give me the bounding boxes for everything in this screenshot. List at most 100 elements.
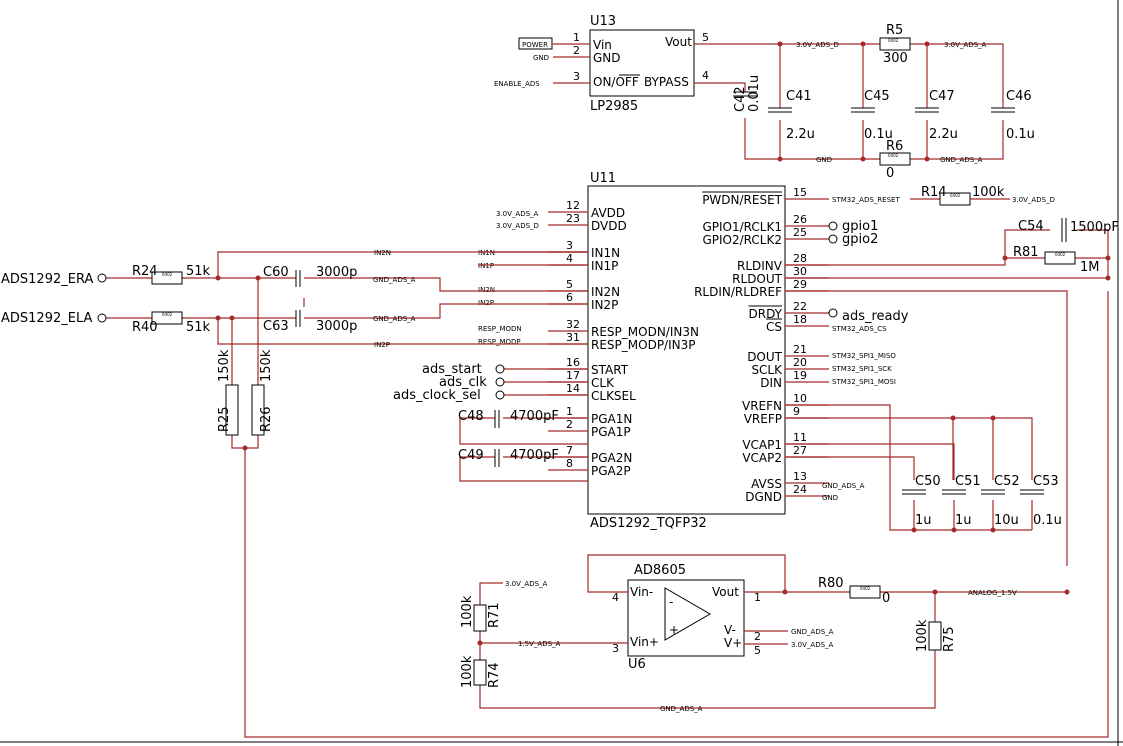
u11-pin-number: 26 [793, 213, 807, 226]
net-avss: GND_ADS_A [822, 482, 865, 490]
c42-ref: C42 [733, 86, 748, 112]
u13-vout: Vout [665, 35, 692, 49]
u6-opamp: - + AD8605 U6 Vin- Vin+ Vout V- V+ 4 3 1… [612, 563, 761, 672]
r80-ref: R80 [818, 576, 844, 591]
u6-plus: + [669, 623, 679, 637]
u11-pin-name: IN2N [591, 285, 620, 299]
u6-pin4: 4 [612, 591, 619, 604]
c60-ref: C60 [263, 265, 289, 280]
gpio2-port [828, 234, 838, 244]
u11-pin-name: PWDN/RESET [702, 193, 782, 207]
net-in2p-left: IN2P [478, 299, 494, 307]
u6-ref: U6 [628, 657, 646, 672]
u13-ref: U13 [590, 14, 616, 29]
r81-ref: R81 [1013, 245, 1039, 260]
c54-val: 1500pF [1070, 220, 1119, 235]
net-respn: RESP_MODN [478, 325, 522, 333]
u11-pin-number: 9 [793, 405, 800, 418]
r5-val: 300 [883, 51, 908, 66]
u11-pin-name: DIN [760, 376, 782, 390]
u11-pin-number: 31 [566, 331, 580, 344]
u6-pin1: 1 [754, 591, 761, 604]
r14-pkg: 0402 [950, 193, 961, 198]
u11-pin-name: CLKSEL [591, 389, 636, 403]
pga-caps [494, 410, 500, 467]
u6-body [627, 579, 745, 657]
net-mosi: STM32_SPI1_MOSI [832, 378, 896, 386]
u13-pin5: 5 [702, 31, 709, 44]
r75-ref: R75 [942, 626, 957, 652]
net-miso: STM32_SPI1_MISO [832, 352, 896, 360]
c46-ref: C46 [1006, 89, 1032, 104]
u11-pin-name: VCAP1 [742, 438, 782, 452]
r80-val: 0 [882, 591, 890, 606]
u11-pin-number: 17 [566, 369, 580, 382]
u11-pin-name: RLDIN/RLDREF [694, 285, 782, 299]
u6-minus: - [669, 595, 673, 609]
gpio2-label: gpio2 [842, 232, 878, 247]
net-in1n-left: IN1N [478, 249, 495, 257]
net-bottom-gnd: GND_ADS_A [660, 705, 703, 713]
net-3v0-ads-a-top: 3.0V_ADS_A [944, 41, 987, 49]
ela-label: ADS1292_ELA [1, 311, 92, 326]
net-in2n-left: IN2N [478, 286, 495, 294]
u13-vin: Vin [593, 38, 612, 52]
u13-regulator: U13 LP2985 Vin GND ON/OFF Vout BYPASS 1 … [494, 14, 709, 114]
c51-ref: C51 [955, 474, 981, 489]
r6 [879, 152, 911, 166]
c60-val: 3000p [316, 265, 357, 280]
u13-body [589, 29, 695, 97]
u6-part: AD8605 [634, 563, 686, 578]
r40 [151, 311, 183, 325]
u11-pin-number: 22 [793, 300, 807, 313]
r74-ref: R74 [487, 662, 502, 688]
c54 [1061, 218, 1067, 242]
net-reset: STM32_ADS_RESET [832, 196, 900, 204]
net-1v5: 1.5V_ADS_A [518, 640, 561, 648]
u11-pin-name: PGA2N [591, 451, 632, 465]
c41-val: 2.2u [786, 127, 815, 142]
c52-val: 10u [994, 513, 1019, 528]
u13-onoff: ON/OFF [593, 75, 639, 89]
ads-ready-port [828, 308, 838, 318]
u11-pin-name: IN2P [591, 298, 618, 312]
u11-pin-number: 24 [793, 483, 807, 496]
u11-pin-number: 8 [566, 457, 573, 470]
r75 [928, 621, 942, 651]
c49-val: 4700pF [510, 448, 559, 463]
c50-val: 1u [915, 513, 932, 528]
u11-pin-number: 15 [793, 186, 807, 199]
u11-pin-name: GPIO2/RCLK2 [702, 233, 782, 247]
r40-ref: R40 [132, 320, 158, 335]
u11-pin-number: 4 [566, 252, 573, 265]
net-analog: ANALOG_1.5V [968, 589, 1017, 597]
r14-ref: R14 [921, 185, 947, 200]
net-sck: STM32_SPI1_SCK [832, 365, 892, 373]
c50-ref: C50 [915, 474, 941, 489]
r25-ref: R25 [217, 406, 232, 432]
r81-val: 1M [1080, 260, 1100, 275]
u11-pin-number: 2 [566, 418, 573, 431]
r74 [473, 659, 487, 686]
c48-ref: C48 [458, 409, 484, 424]
u11-pin-name: CS [766, 320, 782, 334]
ads-clock-sel-port [495, 390, 505, 400]
u11-pin-number: 12 [566, 199, 580, 212]
u11-pin-name: GPIO1/RCLK1 [702, 220, 782, 234]
u11-pin-number: 5 [566, 278, 573, 291]
u13-pin4: 4 [702, 69, 709, 82]
u6-pin2: 2 [754, 630, 761, 643]
u11-pin-name: PGA2P [591, 464, 631, 478]
gpio1-port [828, 221, 838, 231]
u11-pin-name: SCLK [751, 363, 783, 377]
u11-pin-name: RLDOUT [732, 272, 782, 286]
u11-pin-number: 32 [566, 318, 580, 331]
c53-ref: C53 [1033, 474, 1059, 489]
r26 [251, 384, 265, 436]
era-port [97, 273, 107, 283]
u13-part: LP2985 [590, 99, 638, 114]
u6-vm: V- [724, 623, 736, 637]
u11-pin-number: 13 [793, 470, 807, 483]
r24-pkg: 0402 [162, 272, 173, 277]
